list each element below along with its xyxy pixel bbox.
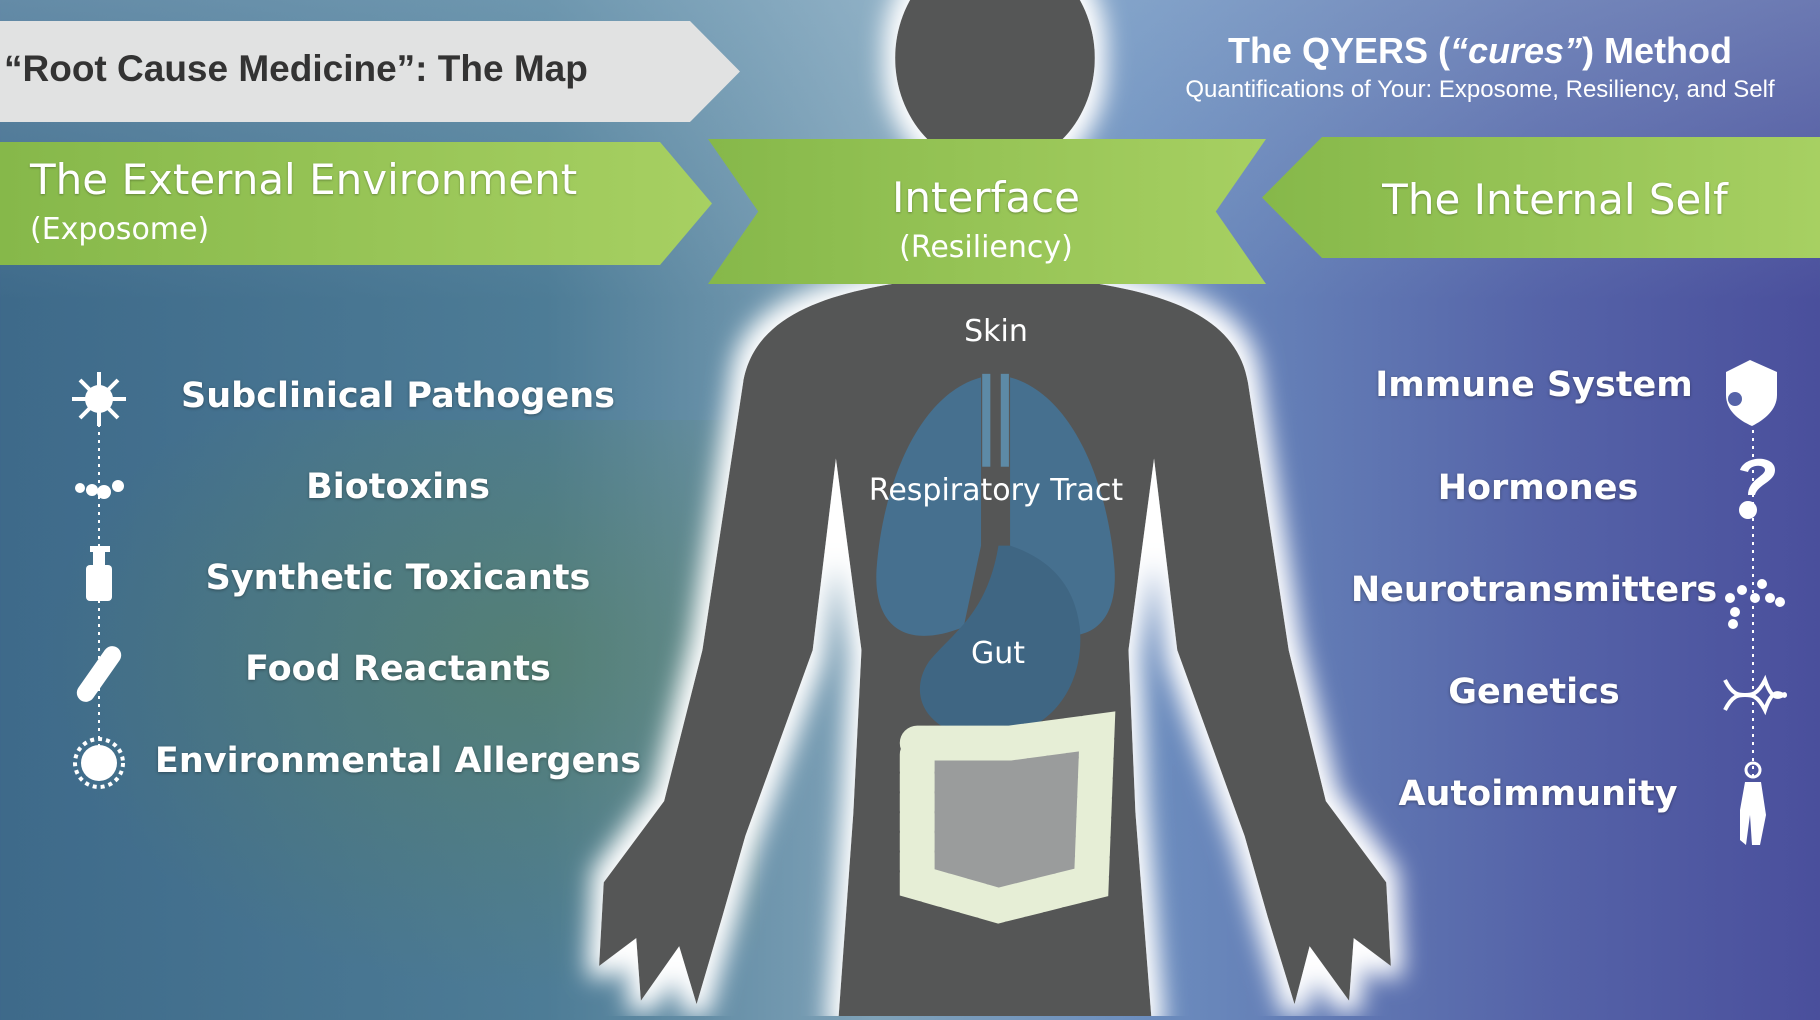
banner-external-title: The External Environment — [30, 155, 578, 204]
title-banner — [0, 21, 740, 122]
organ-label-skin: Skin — [964, 314, 1028, 349]
internal-item-immune-system: Immune System — [1375, 365, 1693, 405]
internal-item-genetics: Genetics — [1448, 672, 1620, 712]
intestines — [899, 711, 1116, 924]
external-item-food-reactants: Food Reactants — [245, 649, 551, 689]
external-item-subclinical-pathogens: Subclinical Pathogens — [181, 376, 615, 416]
pollen-icon — [73, 737, 125, 789]
molecule-icon — [75, 480, 124, 499]
internal-item-hormones: Hormones — [1437, 468, 1639, 508]
internal-item-neurotransmitters: Neurotransmitters — [1350, 570, 1718, 610]
external-item-synthetic-toxicants: Synthetic Toxicants — [205, 558, 591, 598]
hormone-icon — [1739, 458, 1775, 519]
neurotransmitter-icon — [1725, 579, 1785, 629]
banner-internal-self — [1262, 137, 1820, 258]
banner-interface-title: Interface — [891, 173, 1081, 222]
organ-label-respiratory: Respiratory Tract — [868, 473, 1124, 508]
stomach — [919, 545, 1081, 738]
banner-interface-subtitle: (Resiliency) — [899, 230, 1073, 265]
dna-icon — [1723, 674, 1787, 716]
banner-interface — [708, 139, 1266, 284]
external-item-environmental-allergens: Environmental Allergens — [154, 741, 642, 781]
pathogen-icon — [72, 372, 126, 426]
banner-external-environment — [0, 142, 712, 265]
external-item-biotoxins: Biotoxins — [306, 467, 490, 507]
banner-internal-title: The Internal Self — [1382, 175, 1728, 224]
method-subtitle: Quantifications of Your: Exposome, Resil… — [1185, 76, 1775, 103]
method-header: The QYERS (“cures”) Method Quantificatio… — [1140, 30, 1820, 104]
person-icon — [1740, 761, 1766, 845]
shield-icon — [1726, 360, 1777, 426]
internal-item-autoimmunity: Autoimmunity — [1398, 774, 1678, 814]
bread-icon — [76, 646, 122, 702]
method-title: The QYERS (“cures”) Method — [1227, 30, 1733, 71]
page-title: “Root Cause Medicine”: The Map — [4, 48, 588, 89]
organ-label-gut: Gut — [970, 636, 1026, 671]
banner-external-subtitle: (Exposome) — [30, 212, 210, 247]
spray-bottle-icon — [86, 546, 112, 601]
